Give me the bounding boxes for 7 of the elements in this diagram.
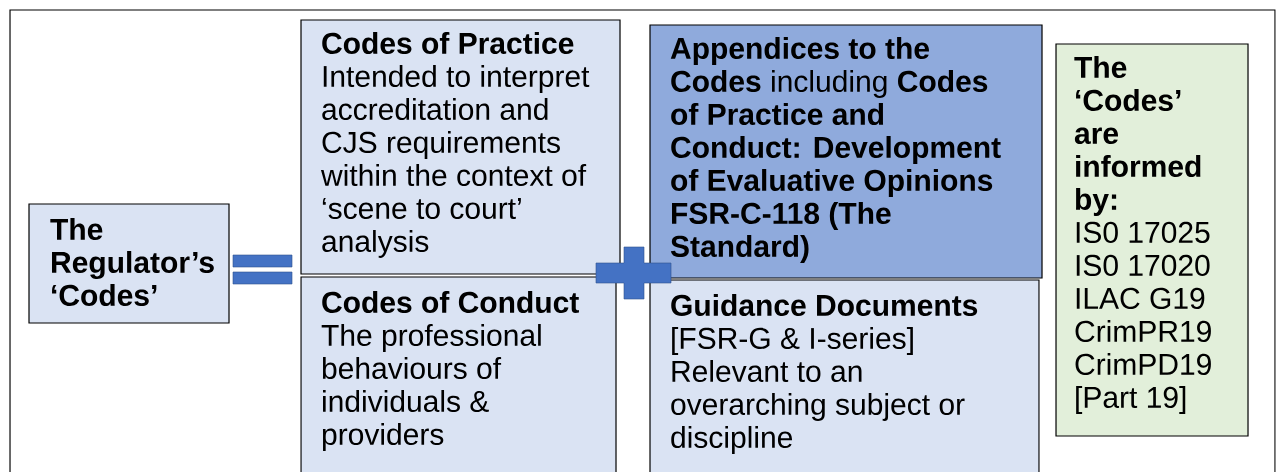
text-box: Guidance Documents [FSR-G & I-series] Relevant to an overarching subject or discipline: [649, 279, 1040, 472]
title-box: The Regulator’s ‘Codes’: [28, 203, 230, 324]
highlight-box: Appendices to the Codes including Codes of Practice and Conduct: Development of Evaluative Opinions FSR-C-118 (The Standard): [649, 24, 1043, 279]
text-box: Codes of Practice Intended to interpret accreditation and CJS requirements within the context of ‘scene to court’ analysis: [300, 19, 621, 275]
sources-box: The ‘Codes’ are informed by: IS0 17025 IS0 17020 ILAC G19 CrimPR19 CrimPD19 [Part 19]: [1055, 43, 1249, 437]
text-box: Codes of Conduct The professional behaviours of individuals & providers: [300, 276, 617, 472]
plus-sign: [595, 246, 672, 300]
